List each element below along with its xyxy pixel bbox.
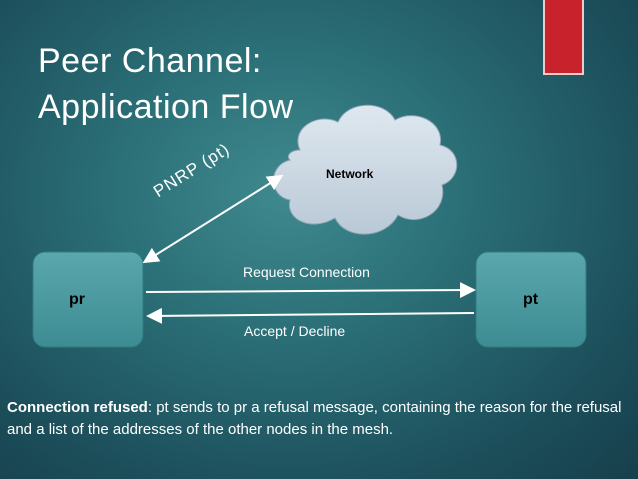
accent-tab <box>543 0 584 75</box>
accept-label: Accept / Decline <box>244 323 346 339</box>
pr-label: pr <box>69 291 85 308</box>
caption: Connection refused: pt sends to pr a ref… <box>7 397 629 441</box>
network-label: Network <box>326 167 374 181</box>
pr-node <box>32 251 144 348</box>
slide-title: Peer Channel: Application Flow <box>38 38 294 130</box>
pnrp-arrow <box>142 174 284 264</box>
title-line-1: Peer Channel: <box>38 42 262 80</box>
title-line-2: Application Flow <box>38 88 294 126</box>
caption-text: : pt sends to pr a refusal message, cont… <box>7 399 622 438</box>
request-label: Request Connection <box>243 264 370 280</box>
request-arrow <box>145 282 476 299</box>
pt-label: pt <box>523 291 539 308</box>
pt-node <box>475 251 587 348</box>
accept-arrow <box>146 307 475 324</box>
caption-bold: Connection refused <box>7 399 148 416</box>
